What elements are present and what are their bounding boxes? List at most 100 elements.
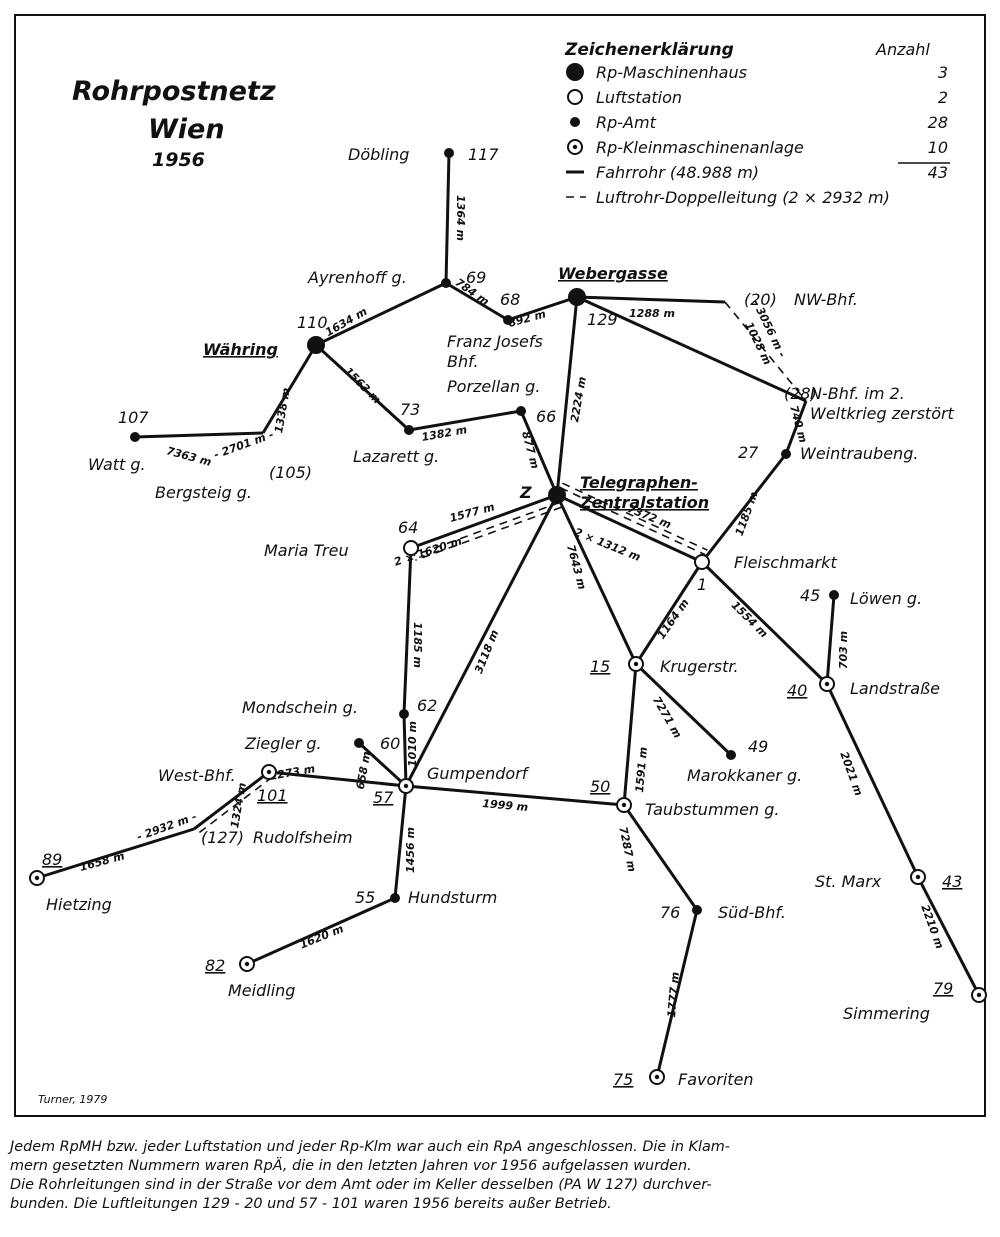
station-name: Hundsturm bbox=[408, 888, 497, 907]
post-office-marker bbox=[404, 425, 414, 435]
station-number: (28) bbox=[784, 384, 817, 403]
station-number: (127) bbox=[201, 828, 244, 847]
station-number: 129 bbox=[587, 310, 618, 329]
station-number: 27 bbox=[738, 443, 759, 462]
station-name: Zentralstation bbox=[579, 493, 709, 512]
small-machine-marker bbox=[649, 1069, 665, 1085]
map-credit: Turner, 1979 bbox=[38, 1093, 107, 1106]
post-office-marker bbox=[726, 750, 736, 760]
station-number: 62 bbox=[417, 696, 437, 715]
pipe-length-label: 1777 m bbox=[665, 971, 682, 1018]
pipe-length-label: 1563 m bbox=[342, 365, 384, 407]
station-number: 64 bbox=[398, 518, 418, 537]
station-number: 45 bbox=[800, 586, 820, 605]
station-name: Watt g. bbox=[88, 455, 146, 474]
small-machine-marker bbox=[819, 676, 835, 692]
air-pipe-line bbox=[724, 301, 807, 402]
station-number: 110 bbox=[297, 313, 328, 332]
drive-pipe-line bbox=[655, 909, 699, 1078]
station-name: Bhf. bbox=[447, 352, 479, 371]
station-name: Landstraße bbox=[850, 679, 940, 698]
drive-pipe-line bbox=[404, 494, 559, 787]
legend-label: Rp-Maschinenhaus bbox=[596, 63, 747, 82]
stations bbox=[29, 148, 987, 1085]
pipe-length-label: 1338 m bbox=[272, 387, 293, 434]
station-number: 73 bbox=[400, 400, 420, 419]
drive-pipe-line bbox=[445, 281, 509, 322]
drive-pipe-line bbox=[357, 741, 408, 788]
title-line-1: Rohrpostnetz bbox=[72, 76, 276, 107]
pipe-length-label: 1164 m bbox=[655, 596, 692, 641]
pipe-length-label: 1364 m bbox=[454, 195, 467, 241]
legend-label: Luftrohr-Doppelleitung (2 × 2932 m) bbox=[596, 188, 890, 207]
station-number: 49 bbox=[748, 737, 768, 756]
post-office-marker bbox=[444, 148, 454, 158]
footnote-line-1: Jedem RpMH bzw. jeder Luftstation und je… bbox=[10, 1139, 730, 1155]
small-machine-marker bbox=[628, 656, 644, 672]
drive-pipe-line bbox=[444, 152, 451, 284]
post-office-marker bbox=[516, 406, 526, 416]
post-office-marker bbox=[441, 278, 451, 288]
pipe-length-label: 2 × 1620 m bbox=[392, 535, 463, 569]
station-name: Mondschein g. bbox=[242, 698, 358, 717]
legend-count: 43 bbox=[928, 163, 948, 182]
station-name: Fleischmarkt bbox=[734, 553, 837, 572]
drive-pipe-line bbox=[700, 453, 788, 563]
station-number: 50 bbox=[590, 777, 610, 796]
station-name: N-Bhf. im 2. bbox=[810, 384, 905, 403]
post-office-marker bbox=[399, 709, 409, 719]
pipe-length-label: 7643 m bbox=[564, 543, 588, 591]
drive-pipe-line bbox=[507, 295, 578, 322]
station-number: 68 bbox=[500, 290, 520, 309]
station-name: Lazarett g. bbox=[353, 447, 439, 466]
drive-pipe-line bbox=[556, 493, 703, 564]
station-number: 117 bbox=[468, 145, 499, 164]
station-name: West-Bhf. bbox=[158, 766, 236, 785]
air-pipe-line bbox=[413, 501, 561, 557]
post-office-marker bbox=[781, 449, 791, 459]
pipe-length-label: 1185 m bbox=[411, 622, 424, 668]
station-number: 69 bbox=[466, 268, 486, 287]
title-year: 1956 bbox=[152, 149, 205, 171]
air-station-marker bbox=[694, 554, 710, 570]
station-name: Franz Josefs bbox=[447, 332, 543, 351]
station-name: Weintraubeng. bbox=[800, 444, 918, 463]
station-name: Webergasse bbox=[558, 264, 668, 283]
post-office-marker bbox=[503, 315, 513, 325]
station-name: NW-Bhf. bbox=[794, 290, 858, 309]
drive-pipe-line bbox=[634, 561, 704, 665]
legend-count: 28 bbox=[928, 113, 948, 132]
post-office-marker bbox=[829, 590, 839, 600]
small-machine-marker bbox=[261, 764, 277, 780]
drive-pipe-line bbox=[634, 662, 733, 757]
station-number: 57 bbox=[373, 788, 394, 807]
small-machine-marker bbox=[239, 956, 255, 972]
pipe-network bbox=[36, 152, 981, 1078]
pipe-length-label: 1554 m bbox=[729, 599, 771, 641]
station-number: 55 bbox=[355, 888, 375, 907]
pipe-length-label: 1591 m bbox=[633, 746, 650, 793]
pipe-length-label: 1620 m bbox=[298, 922, 345, 951]
footnote-line-2: mern gesetzten Nummern waren RpÄ, die in… bbox=[10, 1158, 692, 1174]
legend-label: Rp-Kleinmaschinenanlage bbox=[596, 138, 804, 157]
legend-label: Fahrrohr (48.988 m) bbox=[596, 163, 759, 182]
drive-pipe-line bbox=[314, 343, 411, 432]
station-number: 75 bbox=[613, 1070, 633, 1089]
post-office-marker bbox=[692, 905, 702, 915]
station-name: Rudolfsheim bbox=[253, 828, 353, 847]
air-pipe-line bbox=[134, 432, 264, 438]
station-name: Taubstummen g. bbox=[645, 800, 779, 819]
small-machine-marker bbox=[398, 778, 414, 794]
footnote-line-3: Die Rohrleitungen sind in der Straße vor… bbox=[10, 1177, 712, 1193]
station-number: 89 bbox=[42, 850, 62, 869]
station-name: Weltkrieg zerstört bbox=[810, 404, 955, 423]
station-name: Währing bbox=[203, 340, 278, 359]
station-number: 107 bbox=[118, 408, 149, 427]
station-name: Löwen g. bbox=[850, 589, 922, 608]
drive-pipe-line bbox=[555, 494, 638, 665]
pipe-length-label: 1658 m bbox=[78, 849, 126, 873]
